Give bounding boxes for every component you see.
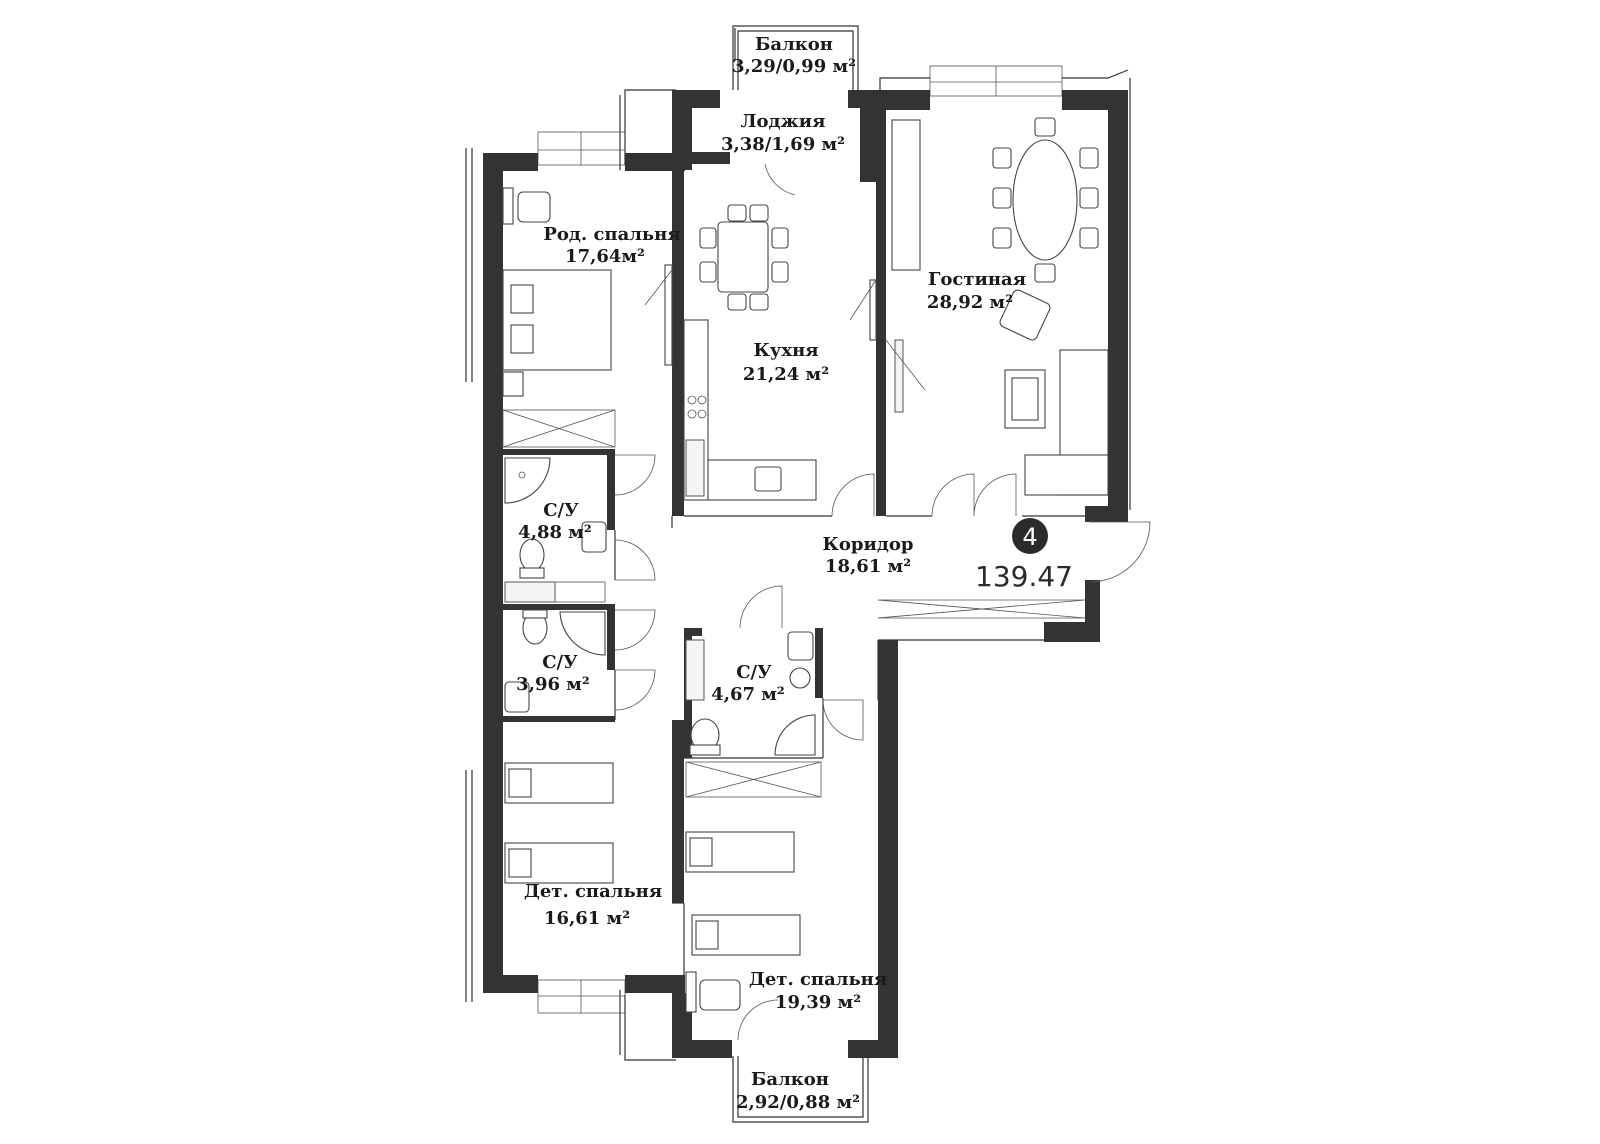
corridor-area: 18,61 м² xyxy=(825,556,911,577)
doors xyxy=(614,163,1151,1041)
room-label-balcony-bottom: Балкон 2,92/0,88 м² xyxy=(736,1069,860,1113)
kitchen-area: 21,24 м² xyxy=(743,364,829,385)
bathroom-2-area: 3,96 м² xyxy=(516,674,590,695)
bathroom-2-name: С/У xyxy=(542,652,578,673)
kids-1-name: Дет. спальня xyxy=(524,881,662,902)
furniture-kids-1 xyxy=(504,762,614,884)
apartment-badge: 4 139.47 xyxy=(975,518,1073,593)
fixtures-bathroom-2 xyxy=(504,609,606,713)
kids-1-area: 16,61 м² xyxy=(544,908,630,929)
room-label-corridor: Коридор 18,61 м² xyxy=(823,534,914,577)
balcony-top-name: Балкон xyxy=(755,34,833,55)
room-label-bathroom-2: С/У 3,96 м² xyxy=(516,652,590,695)
balcony-top-outline xyxy=(732,25,859,90)
corridor-name: Коридор xyxy=(823,534,914,555)
room-label-kitchen: Кухня 21,24 м² xyxy=(743,340,829,385)
master-bedroom-area: 17,64м² xyxy=(565,246,645,267)
room-label-kids-1: Дет. спальня 16,61 м² xyxy=(524,881,662,929)
rooms-count-badge xyxy=(1012,518,1048,554)
kids-2-area: 19,39 м² xyxy=(775,992,861,1013)
partitions xyxy=(614,515,1085,993)
living-name: Гостиная xyxy=(928,269,1026,290)
furniture-kitchen xyxy=(683,204,877,501)
bathroom-3-area: 4,67 м² xyxy=(711,684,785,705)
balcony-top-area: 3,29/0,99 м² xyxy=(732,56,856,77)
kitchen-name: Кухня xyxy=(753,340,818,361)
bathroom-1-area: 4,88 м² xyxy=(518,522,592,543)
loggia-area: 3,38/1,69 м² xyxy=(721,134,845,155)
rooms-count: 4 xyxy=(1022,523,1037,551)
room-label-balcony-top: Балкон 3,29/0,99 м² xyxy=(732,34,856,77)
bathroom-3-name: С/У xyxy=(736,662,772,683)
loggia-name: Лоджия xyxy=(741,111,826,132)
room-label-loggia: Лоджия 3,38/1,69 м² xyxy=(721,111,845,155)
room-label-bathroom-3: С/У 4,67 м² xyxy=(711,662,785,705)
room-label-bathroom-1: С/У 4,88 м² xyxy=(518,500,592,543)
corridor-lines xyxy=(877,599,1086,619)
fixtures-bathroom-3 xyxy=(685,631,816,756)
room-label-master-bedroom: Род. спальня 17,64м² xyxy=(543,224,680,267)
walls xyxy=(483,90,1128,1058)
room-label-kids-2: Дет. спальня 19,39 м² xyxy=(749,969,887,1013)
master-bedroom-name: Род. спальня xyxy=(543,224,680,245)
balcony-bottom-outline xyxy=(732,1056,869,1123)
total-area: 139.47 xyxy=(975,560,1073,593)
room-label-living: Гостиная 28,92 м² xyxy=(927,269,1026,313)
furniture-living xyxy=(885,117,1109,496)
furniture-master-bedroom xyxy=(502,187,673,448)
living-area: 28,92 м² xyxy=(927,292,1013,313)
kids-2-name: Дет. спальня xyxy=(749,969,887,990)
fixtures-bathroom-1 xyxy=(504,457,607,603)
balcony-bottom-name: Балкон xyxy=(751,1069,829,1090)
balcony-bottom-area: 2,92/0,88 м² xyxy=(736,1092,860,1113)
furniture-kids-2 xyxy=(685,761,822,1013)
bathroom-1-name: С/У xyxy=(543,500,579,521)
